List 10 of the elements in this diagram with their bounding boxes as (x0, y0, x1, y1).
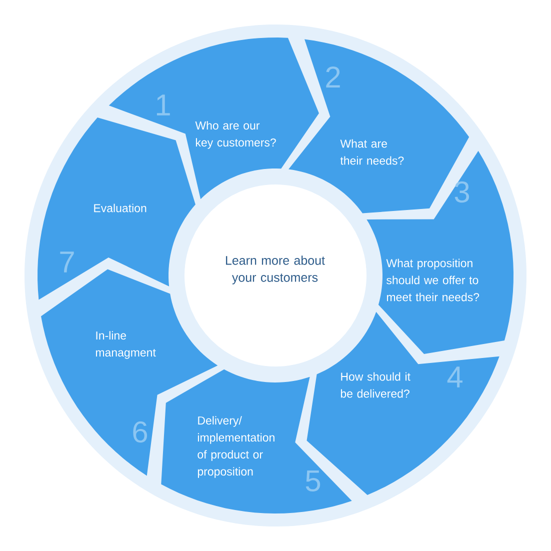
node-label: 5 (306, 470, 320, 492)
node-label: 2 (326, 66, 340, 88)
chevron-segment: Evaluation 7 (38, 118, 196, 300)
node-label: 1 (156, 94, 170, 116)
node-label: Who are our key customers? (195, 121, 276, 149)
node-label: 4 (447, 366, 462, 388)
node-label: What proposition should we offer to meet their needs? (386, 258, 480, 302)
node-label: Evaluation (94, 204, 146, 212)
node-label: 3 (454, 181, 470, 203)
chevron-segment: 1 Who are our key customers? (108, 38, 319, 200)
